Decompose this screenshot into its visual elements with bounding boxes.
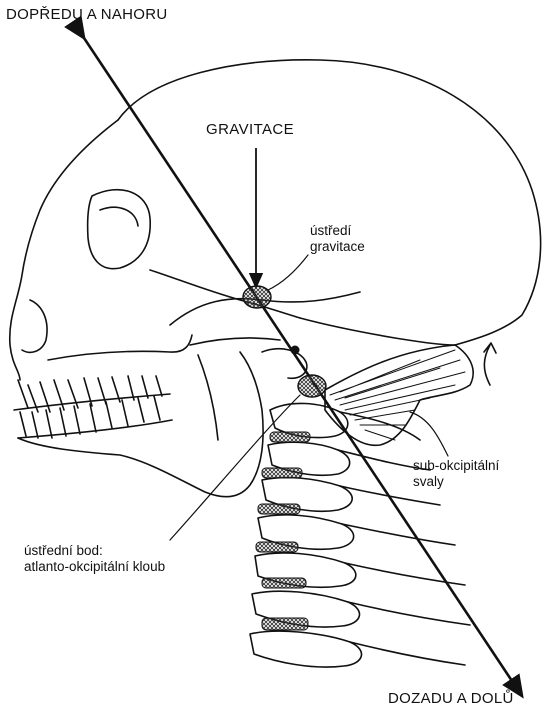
upper-teeth-line <box>14 394 170 410</box>
mandible-ramus <box>198 355 218 440</box>
cranium-outline <box>118 60 541 345</box>
face-profile <box>10 120 118 380</box>
label-suboccipital-muscles: sub-okcipitální svaly <box>413 458 499 489</box>
label-center-of-gravity-line2: gravitace <box>310 239 365 255</box>
label-forward-up: DOPŘEDU A NAHORU <box>6 6 168 23</box>
pivot-joint-marker <box>298 375 326 397</box>
label-pivot-point: ústřední bod: atlanto-okcipitální kloub <box>24 543 165 574</box>
eye-orbit <box>88 190 151 269</box>
label-center-of-gravity: ústředí gravitace <box>310 223 365 254</box>
center-of-gravity-marker <box>243 286 271 308</box>
label-pivot-line2: atlanto-okcipitální kloub <box>24 559 165 575</box>
temporal-line-lower <box>190 338 280 345</box>
intervertebral-discs <box>256 432 310 630</box>
label-center-of-gravity-line1: ústředí <box>310 223 365 239</box>
orbit-inner <box>100 207 138 226</box>
nasal-cavity <box>22 300 47 352</box>
maxilla <box>48 335 192 360</box>
label-suboccipital-line2: svaly <box>413 474 499 490</box>
label-pivot-line1: ústřední bod: <box>24 543 165 559</box>
mandible <box>18 352 263 497</box>
small-dot-marker <box>291 346 300 355</box>
label-backward-down: DOZADU A DOLŮ <box>388 690 514 707</box>
label-gravity: GRAVITACE <box>206 121 294 138</box>
occipital-base <box>300 318 455 345</box>
leader-suboccipital <box>410 412 448 456</box>
rotation-arrow-head <box>484 343 496 353</box>
leader-center-of-gravity <box>268 255 308 290</box>
label-suboccipital-line1: sub-okcipitální <box>413 458 499 474</box>
suboccipital-muscles <box>325 345 473 445</box>
zygomatic-arch <box>150 270 300 318</box>
